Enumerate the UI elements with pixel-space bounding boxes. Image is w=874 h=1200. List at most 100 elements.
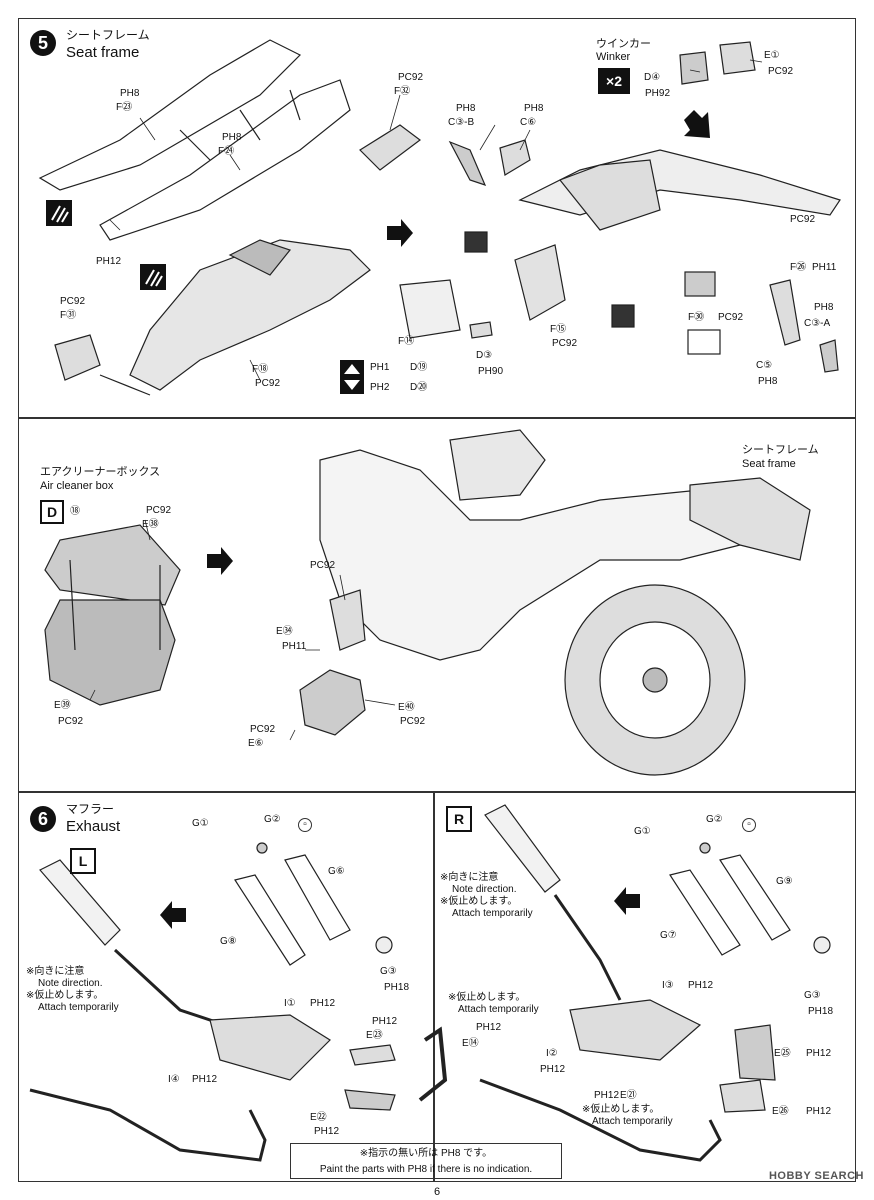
- paint-label: PC92: [255, 378, 281, 389]
- multiplier-badge: ×2: [598, 68, 630, 94]
- part-label: F⑮: [550, 324, 567, 335]
- paint-label: PH8: [524, 103, 544, 114]
- paint-label: PH12: [806, 1048, 832, 1059]
- arrow-left-icon: [160, 901, 186, 929]
- note-attach-en: Attach temporarily: [38, 1002, 119, 1013]
- part-label: G⑧: [220, 936, 237, 947]
- paint-label: PH1: [370, 362, 390, 373]
- note-attach-jp: ※仮止めします。: [26, 990, 104, 1001]
- paint-label: PH12: [806, 1106, 832, 1117]
- part-label: E㉒: [310, 1112, 327, 1123]
- part-label: I④: [168, 1074, 180, 1085]
- part-label: G⑨: [776, 876, 793, 887]
- part-label: G⑦: [660, 930, 677, 941]
- paint-label: PH12: [310, 998, 336, 1009]
- part-label: F㉚: [688, 312, 705, 323]
- paint-label: PH92: [645, 88, 671, 99]
- part-label: G①: [192, 818, 209, 829]
- fuel-tank: [449, 429, 546, 501]
- paint-label: PH12: [314, 1126, 340, 1137]
- step6-left-panel: [18, 792, 434, 1182]
- paint-label: PC92: [790, 214, 816, 225]
- note-attach-jp: ※仮止めします。: [582, 1104, 660, 1115]
- air-cleaner-label-jp: エアクリーナーボックス: [40, 466, 161, 478]
- page-number: 6: [433, 1186, 441, 1198]
- step5-title-jp: シートフレーム: [66, 28, 150, 42]
- part-label: E⑥: [248, 738, 264, 749]
- paint-label: PH90: [478, 366, 504, 377]
- arrow-right-icon: [207, 547, 233, 575]
- arrow-right-icon: [387, 219, 413, 247]
- part-label: D③: [476, 350, 493, 361]
- note-direction-en: Note direction.: [38, 978, 103, 989]
- part-label: E㉕: [774, 1048, 791, 1059]
- part-label: I③: [662, 980, 674, 991]
- part-label: E㉖: [772, 1106, 789, 1117]
- seat-frame-rail-right: [99, 79, 351, 241]
- note-attach-jp: ※仮止めします。: [448, 992, 526, 1003]
- part-label: C⑤: [756, 360, 773, 371]
- paint-footnote: ※指示の無い所は PH8 です。 Paint the parts with PH…: [290, 1143, 562, 1179]
- paint-label: PH8: [456, 103, 476, 114]
- air-cleaner-lid: [44, 524, 181, 606]
- part-label: D⑲: [410, 362, 428, 373]
- paint-label: PH12: [192, 1074, 218, 1085]
- part-label: C⑥: [520, 117, 537, 128]
- paint-label: PC92: [768, 66, 794, 77]
- seat-frame-rail-left: [38, 39, 302, 191]
- right-side-badge: R: [446, 806, 472, 832]
- part-label: G①: [634, 826, 651, 837]
- part-label: D⑳: [410, 382, 428, 393]
- watermark: HOBBY SEARCH: [768, 1170, 864, 1182]
- part-label: G②: [706, 814, 723, 825]
- note-attach-en: Attach temporarily: [592, 1116, 673, 1127]
- paint-label: PH12: [594, 1090, 620, 1101]
- note-attach-jp: ※仮止めします。: [440, 896, 518, 907]
- part-label: E①: [764, 50, 780, 61]
- left-side-badge: L: [70, 848, 96, 874]
- part-f32-shape: [359, 124, 421, 171]
- part-label: E㉓: [366, 1030, 383, 1041]
- part-label: E㉞: [276, 626, 293, 637]
- step6-right-panel: [434, 792, 856, 1182]
- paint-label: PH8: [814, 302, 834, 313]
- paint-label: PC92: [58, 716, 84, 727]
- paint-label: PH8: [758, 376, 778, 387]
- arrow-left-icon: [614, 887, 640, 915]
- paint-label: PC92: [718, 312, 744, 323]
- step6-number: 6: [30, 806, 56, 832]
- step5-number: 5: [30, 30, 56, 56]
- part-label: F㉜: [394, 86, 411, 97]
- winker-shape: [679, 51, 709, 85]
- seat-frame-label-en: Seat frame: [742, 458, 796, 470]
- seat-frame-unit: [689, 477, 811, 561]
- arrow-down-right-icon: [684, 110, 710, 138]
- part-label: C③-B: [448, 117, 475, 128]
- part-label: E㊴: [54, 700, 71, 711]
- air-cleaner-base: [44, 599, 176, 706]
- air-cleaner-label-en: Air cleaner box: [40, 480, 114, 492]
- paint-label: PH2: [370, 382, 390, 393]
- paint-label: PC92: [398, 72, 424, 83]
- square-mark-icon: ▫: [298, 818, 312, 832]
- step6-title-jp: マフラー: [66, 802, 115, 816]
- part-label: F㉖: [790, 262, 807, 273]
- part-label: C③-A: [804, 318, 831, 329]
- paint-label: PH12: [688, 980, 714, 991]
- paint-label: PH18: [384, 982, 410, 993]
- assembled-exhaust-left: [29, 1088, 267, 1162]
- paint-label: PC92: [250, 724, 276, 735]
- silencer-right: [569, 999, 702, 1061]
- part-label: G⑥: [328, 866, 345, 877]
- middle-panel: [18, 418, 856, 792]
- paint-label: PH11: [282, 641, 307, 652]
- part-label: E㉑: [620, 1090, 637, 1101]
- engine-cover: [299, 669, 366, 736]
- part-label: I②: [546, 1048, 558, 1059]
- paint-footnote-jp: ※指示の無い所は PH8 です。: [359, 1148, 493, 1159]
- part-label: F㉔: [218, 146, 235, 157]
- rotate-view-icon: [340, 360, 364, 394]
- part-f31-shape: [54, 334, 101, 381]
